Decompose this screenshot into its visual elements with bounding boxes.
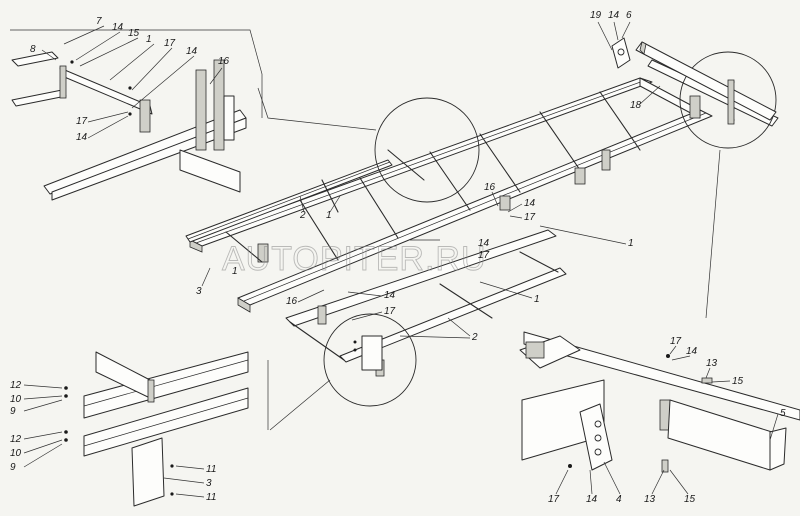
inset-bottom-right xyxy=(519,331,800,473)
callout-label: 17 xyxy=(76,116,88,127)
callout-label: 1 xyxy=(232,266,238,277)
callout-label: 3 xyxy=(206,478,212,489)
callout-label: 12 xyxy=(10,434,22,445)
callout-label: 15 xyxy=(732,376,744,387)
callouts-top-left: 8 7 14 15 1 17 14 16 17 14 xyxy=(30,16,230,143)
callout-label: 10 xyxy=(10,394,22,405)
callout-label: 13 xyxy=(644,494,656,505)
callout-label: 17 xyxy=(548,494,560,505)
callout-label: 1 xyxy=(326,210,332,221)
callout-label: 2 xyxy=(299,210,306,221)
callout-label: 10 xyxy=(10,448,22,459)
callouts-bottom-right: 17 14 13 15 5 17 14 4 13 15 xyxy=(548,336,786,505)
callout-label: 17 xyxy=(670,336,682,347)
callout-label: 14 xyxy=(384,290,396,301)
callout-label: 17 xyxy=(164,38,176,49)
callout-label: 4 xyxy=(616,494,622,505)
watermark: AUTOPITER.RU xyxy=(222,240,487,278)
callout-label: 12 xyxy=(10,380,22,391)
callout-label: 16 xyxy=(484,182,496,193)
callouts-top-right: 19 14 6 18 xyxy=(590,10,661,111)
callout-label: 14 xyxy=(586,494,598,505)
callout-label: 3 xyxy=(196,286,202,297)
callout-label: 17 xyxy=(384,306,396,317)
callout-label: 7 xyxy=(96,16,102,27)
callout-label: 14 xyxy=(686,346,698,357)
inset-top-right xyxy=(611,37,777,125)
callout-label: 11 xyxy=(206,492,216,503)
callout-label: 17 xyxy=(478,250,490,261)
callout-label: 2 xyxy=(471,332,478,343)
callout-label: 16 xyxy=(218,56,230,67)
callout-label: 9 xyxy=(10,462,16,473)
callout-label: 8 xyxy=(30,44,36,55)
callout-label: 16 xyxy=(286,296,298,307)
callout-label: 14 xyxy=(478,238,490,249)
inset-top-left xyxy=(10,29,263,201)
callout-label: 14 xyxy=(76,132,88,143)
callout-label: 15 xyxy=(684,494,696,505)
callout-label: 1 xyxy=(534,294,540,305)
callout-label: 11 xyxy=(206,464,216,475)
callout-label: 19 xyxy=(590,10,602,21)
callout-label: 14 xyxy=(186,46,198,57)
callout-label: 1 xyxy=(628,238,634,249)
callout-label: 15 xyxy=(128,28,140,39)
callout-label: 5 xyxy=(780,408,786,419)
callout-label: 14 xyxy=(112,22,124,33)
callout-label: 14 xyxy=(608,10,620,21)
callouts-main: 2 1 3 1 16 14 17 1 16 14 17 14 17 1 2 xyxy=(196,182,634,343)
callouts-bottom-left: 12 10 9 12 10 9 11 3 11 xyxy=(10,380,216,503)
callout-label: 18 xyxy=(630,100,642,111)
callout-label: 1 xyxy=(146,34,152,45)
callout-label: 13 xyxy=(706,358,718,369)
callout-label: 6 xyxy=(626,10,632,21)
inset-bottom-left xyxy=(64,351,269,507)
callout-label: 9 xyxy=(10,406,16,417)
callout-label: 17 xyxy=(524,212,536,223)
callout-label: 14 xyxy=(524,198,536,209)
main-frame xyxy=(185,59,779,363)
